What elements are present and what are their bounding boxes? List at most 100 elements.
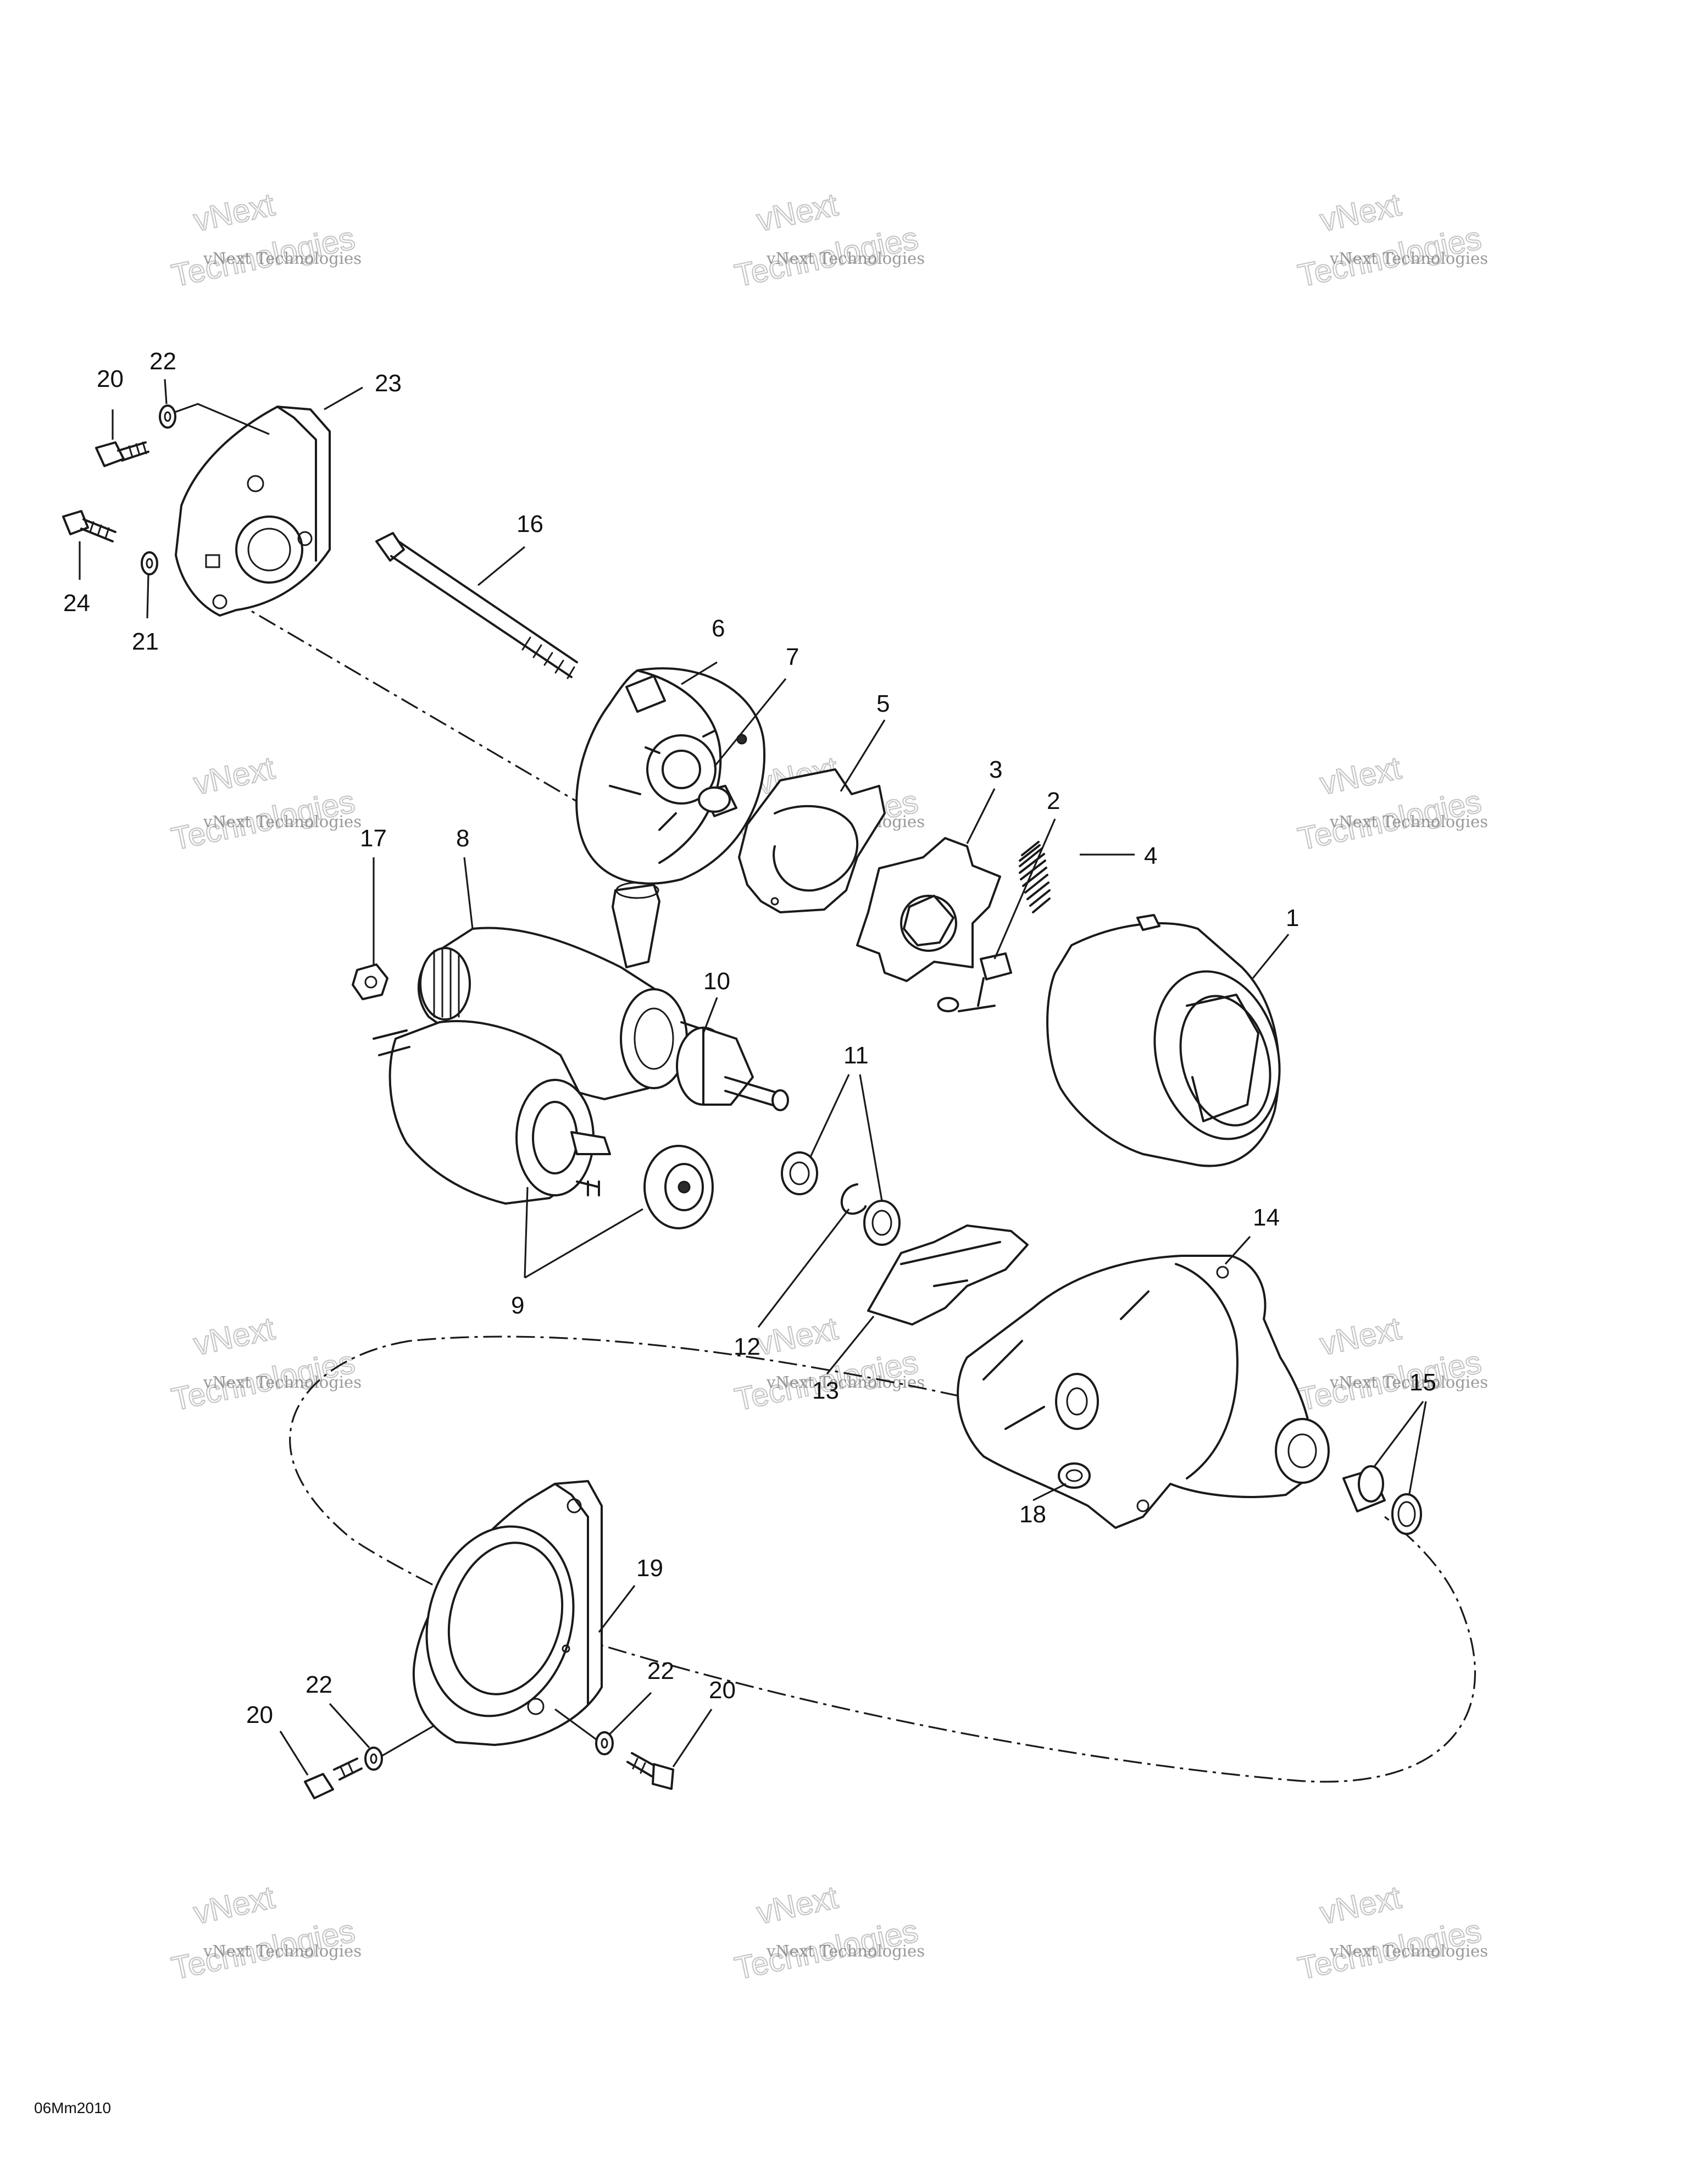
part-16-through-bolt [375, 532, 578, 679]
watermark-small-text: vNext Technologies [203, 1942, 362, 1960]
callout-11: 11 [843, 1042, 869, 1069]
watermark-small-text: vNext Technologies [766, 1942, 925, 1960]
watermark-big-line1: vNext [191, 1311, 278, 1362]
part-pinion-gear [643, 1145, 714, 1229]
watermark-bottom-right: vNext Technologies vNext Technologies [1295, 1879, 1488, 1987]
watermark-bottom-center: vNext Technologies vNext Technologies [731, 1879, 925, 1987]
callout-2: 2 [1047, 788, 1060, 814]
watermark-small-text: vNext Technologies [1329, 249, 1488, 268]
watermark-big-line1: vNext [754, 1880, 841, 1931]
callout-6: 6 [712, 615, 725, 642]
watermark-big-line1: vNext [191, 750, 278, 802]
watermark-big-line1: vNext [1317, 1311, 1404, 1362]
callout-1: 1 [1286, 905, 1299, 932]
part-23-mount-bracket [175, 406, 331, 617]
callout-22-lower-left: 22 [306, 1671, 332, 1698]
watermark-low-left: vNext Technologies vNext Technologies [168, 1310, 362, 1418]
watermark-big-line1: vNext [1317, 750, 1404, 802]
centerline-bracket-to-cover [230, 598, 588, 809]
part-12-clip [840, 1183, 867, 1215]
watermarks: vNext Technologies vNext Technologies vN… [168, 186, 1488, 1987]
callout-numbers: 20 22 23 24 21 16 6 7 5 3 2 4 1 17 8 10 … [63, 348, 1436, 1728]
watermark-small-text: vNext Technologies [203, 249, 362, 268]
leader-22-to-bracket [174, 403, 270, 435]
callout-19: 19 [636, 1555, 663, 1582]
watermark-small-text: vNext Technologies [203, 1373, 362, 1392]
callout-20-top: 20 [97, 365, 124, 392]
callout-10: 10 [703, 968, 730, 995]
part-18-bushing [1058, 1462, 1091, 1489]
callout-15: 15 [1409, 1369, 1436, 1396]
watermark-big-line1: vNext [191, 1880, 278, 1931]
part-20-bolt-lower-right [626, 1752, 674, 1790]
callout-leaders [79, 379, 1427, 1776]
callout-20-lower-right: 20 [709, 1677, 736, 1704]
part-22-washer-top [159, 404, 176, 429]
part-22-washer-lower-right [595, 1731, 614, 1755]
part-20-bolt-lower-left [304, 1758, 363, 1799]
watermark-bottom-left: vNext Technologies vNext Technologies [168, 1879, 362, 1987]
callout-9: 9 [511, 1292, 524, 1319]
part-14-drive-housing [957, 1255, 1330, 1529]
callout-7: 7 [786, 644, 799, 670]
callout-17: 17 [360, 825, 387, 852]
part-4-spring [1019, 841, 1051, 913]
part-20-bolt-top [95, 441, 149, 467]
part-19-mount-plate [412, 1480, 603, 1746]
assembly-center-lines [230, 598, 1476, 1783]
watermark-top-right: vNext Technologies vNext Technologies [1295, 186, 1488, 295]
watermark-top-center: vNext Technologies vNext Technologies [731, 186, 925, 295]
watermark-small-text: vNext Technologies [1329, 812, 1488, 831]
part-11-collar [863, 1200, 901, 1246]
centerline-loop [289, 1335, 1476, 1783]
part-5-plate [738, 768, 886, 913]
callout-16: 16 [517, 511, 543, 537]
watermark-low-right: vNext Technologies vNext Technologies [1295, 1310, 1488, 1418]
watermark-big-line1: vNext [754, 187, 841, 239]
leader-washer-to-plate-right [554, 1708, 597, 1740]
watermark-small-text: vNext Technologies [203, 812, 362, 831]
part-17-nut [352, 963, 388, 1000]
callout-3: 3 [989, 756, 1002, 783]
watermark-big-line1: vNext [191, 187, 278, 239]
diagram-code: 06Mm2010 [34, 2099, 111, 2116]
part-6-end-cover [575, 667, 766, 885]
watermark-top-left: vNext Technologies vNext Technologies [168, 186, 362, 295]
callout-8: 8 [456, 825, 469, 852]
part-13-shift-lever [867, 1224, 1029, 1326]
leader-washer-to-plate-left [381, 1725, 435, 1757]
watermark-small-text: vNext Technologies [766, 1373, 925, 1392]
part-15-bushing-ring [1342, 1465, 1422, 1535]
callout-22-top: 22 [149, 348, 176, 375]
part-1-yoke [1046, 914, 1281, 1167]
watermark-mid-right: vNext Technologies vNext Technologies [1295, 750, 1488, 858]
callout-4: 4 [1144, 842, 1157, 869]
watermark-mid-left: vNext Technologies vNext Technologies [168, 750, 362, 858]
part-brush-pin [612, 882, 660, 968]
callout-14: 14 [1253, 1204, 1280, 1231]
part-10-drive [676, 1027, 789, 1111]
watermark-small-text: vNext Technologies [766, 249, 925, 268]
watermark-small-text: vNext Technologies [1329, 1373, 1488, 1392]
part-24-bolt [62, 510, 116, 542]
callout-22-lower-right: 22 [647, 1658, 674, 1684]
watermark-big-line1: vNext [1317, 187, 1404, 239]
callout-18: 18 [1019, 1501, 1046, 1528]
part-3-brush-holder [856, 837, 1001, 982]
part-21-washer [141, 551, 158, 575]
callout-13: 13 [812, 1377, 839, 1404]
callout-24: 24 [63, 590, 90, 617]
part-2-brush [937, 952, 1012, 1012]
part-9-solenoid [373, 1020, 611, 1205]
part-22-washer-lower-left [364, 1747, 383, 1771]
callout-5: 5 [876, 690, 890, 717]
watermark-big-line1: vNext [1317, 1880, 1404, 1931]
callout-23: 23 [375, 370, 402, 397]
part-11-bushing [781, 1151, 818, 1195]
watermark-big-line1: vNext [754, 1311, 841, 1362]
watermark-small-text: vNext Technologies [1329, 1942, 1488, 1960]
callout-12: 12 [734, 1333, 760, 1360]
callout-20-lower-left: 20 [246, 1701, 273, 1728]
